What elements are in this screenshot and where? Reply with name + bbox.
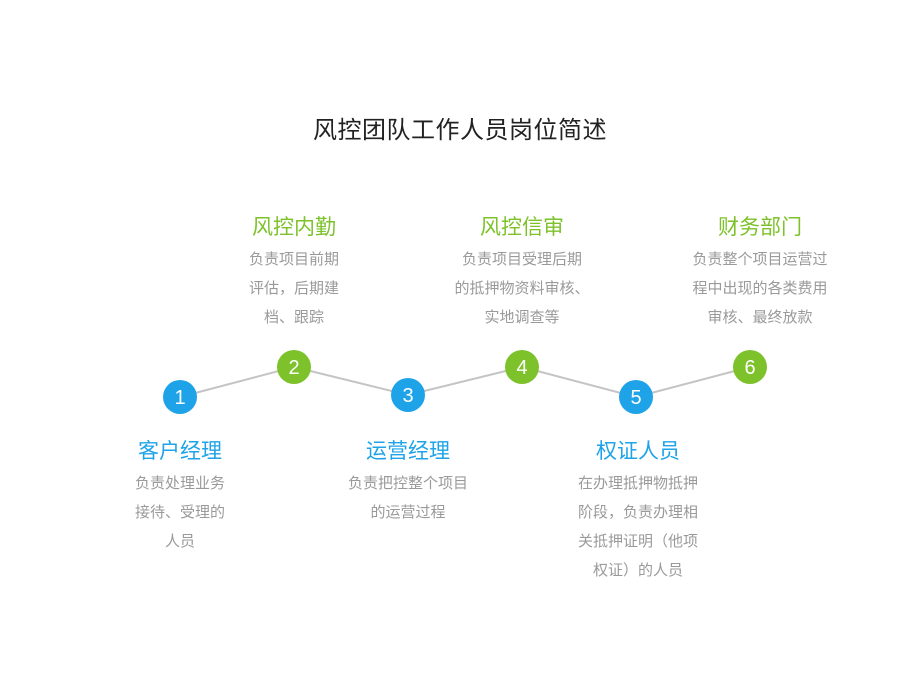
step-3-desc-line-2: 的运营过程 xyxy=(370,503,446,521)
connector-5-6 xyxy=(635,366,751,398)
step-2-number: 2 xyxy=(288,357,299,379)
step-3-number: 3 xyxy=(402,385,413,407)
step-1-title: 客户经理 xyxy=(138,439,222,463)
step-5-number: 5 xyxy=(630,387,641,409)
step-1-number: 1 xyxy=(174,387,185,409)
step-6-circle xyxy=(733,350,767,384)
step-5-desc-line-2: 阶段，负责办理相 xyxy=(577,503,698,521)
step-3-title: 运营经理 xyxy=(366,439,450,463)
step-1: 客户经理 负责处理业务 接待、受理的 人员 xyxy=(90,437,270,556)
step-6-node: 6 xyxy=(733,350,767,384)
step-2: 风控内勤 负责项目前期 评估，后期建 档、跟踪 xyxy=(204,213,384,332)
step-6-number: 6 xyxy=(744,357,755,379)
step-2-desc: 负责项目前期 评估，后期建 档、跟踪 xyxy=(230,245,358,332)
step-4-circle xyxy=(505,350,539,384)
step-2-desc-line-2: 评估，后期建 xyxy=(248,279,339,297)
step-6-desc-line-2: 程中出现的各类费用 xyxy=(692,279,828,297)
step-1-desc-line-3: 人员 xyxy=(164,532,195,550)
step-3-circle xyxy=(391,378,425,412)
step-4-number: 4 xyxy=(516,357,527,379)
step-5-title: 权证人员 xyxy=(596,439,680,463)
step-3-desc-line-1: 负责把控整个项目 xyxy=(347,474,468,492)
step-5-desc-line-1: 在办理抵押物抵押 xyxy=(577,474,698,492)
step-6-desc-line-3: 审核、最终放款 xyxy=(707,308,813,326)
step-1-desc-line-1: 负责处理业务 xyxy=(134,474,225,492)
step-4-node: 4 xyxy=(505,350,539,384)
connector-4-5 xyxy=(521,366,637,398)
step-5-desc-line-3: 关抵押证明（他项 xyxy=(577,532,698,550)
step-4-desc: 负责项目受理后期 的抵押物资料审核、 实地调查等 xyxy=(434,245,610,332)
step-3: 运营经理 负责把控整个项目 的运营过程 xyxy=(318,437,498,527)
step-4-title: 风控信审 xyxy=(480,215,564,239)
step-6-title: 财务部门 xyxy=(718,215,802,239)
step-6-desc: 负责整个项目运营过 程中出现的各类费用 审核、最终放款 xyxy=(672,245,848,332)
step-2-circle xyxy=(277,350,311,384)
step-4-desc-line-2: 的抵押物资料审核、 xyxy=(454,279,590,297)
step-4-desc-line-3: 实地调查等 xyxy=(484,308,560,326)
page-title: 风控团队工作人员岗位简述 xyxy=(313,116,607,144)
step-2-node: 2 xyxy=(277,350,311,384)
step-2-desc-line-3: 档、跟踪 xyxy=(263,308,324,326)
step-5: 权证人员 在办理抵押物抵押 阶段，负责办理相 关抵押证明（他项 权证）的人员 xyxy=(548,437,728,585)
step-6: 财务部门 负责整个项目运营过 程中出现的各类费用 审核、最终放款 xyxy=(670,213,850,332)
step-4-desc-line-1: 负责项目受理后期 xyxy=(461,250,582,268)
step-5-node: 5 xyxy=(619,380,653,414)
step-2-desc-line-1: 负责项目前期 xyxy=(248,250,339,268)
step-1-circle xyxy=(163,380,197,414)
step-6-desc-line-1: 负责整个项目运营过 xyxy=(692,250,828,268)
step-5-circle xyxy=(619,380,653,414)
connector-1-2 xyxy=(179,366,295,398)
step-1-node: 1 xyxy=(163,380,197,414)
connector-3-4 xyxy=(407,366,523,396)
step-1-desc: 负责处理业务 接待、受理的 人员 xyxy=(116,469,244,556)
connector-2-3 xyxy=(293,366,409,396)
step-4: 风控信审 负责项目受理后期 的抵押物资料审核、 实地调查等 xyxy=(432,213,612,332)
step-5-desc-line-4: 权证）的人员 xyxy=(592,561,683,579)
step-2-title: 风控内勤 xyxy=(252,215,336,239)
step-5-desc: 在办理抵押物抵押 阶段，负责办理相 关抵押证明（他项 权证）的人员 xyxy=(550,469,726,585)
step-1-desc-line-2: 接待、受理的 xyxy=(134,503,225,521)
step-3-desc: 负责把控整个项目 的运营过程 xyxy=(320,469,496,527)
step-3-node: 3 xyxy=(391,378,425,412)
